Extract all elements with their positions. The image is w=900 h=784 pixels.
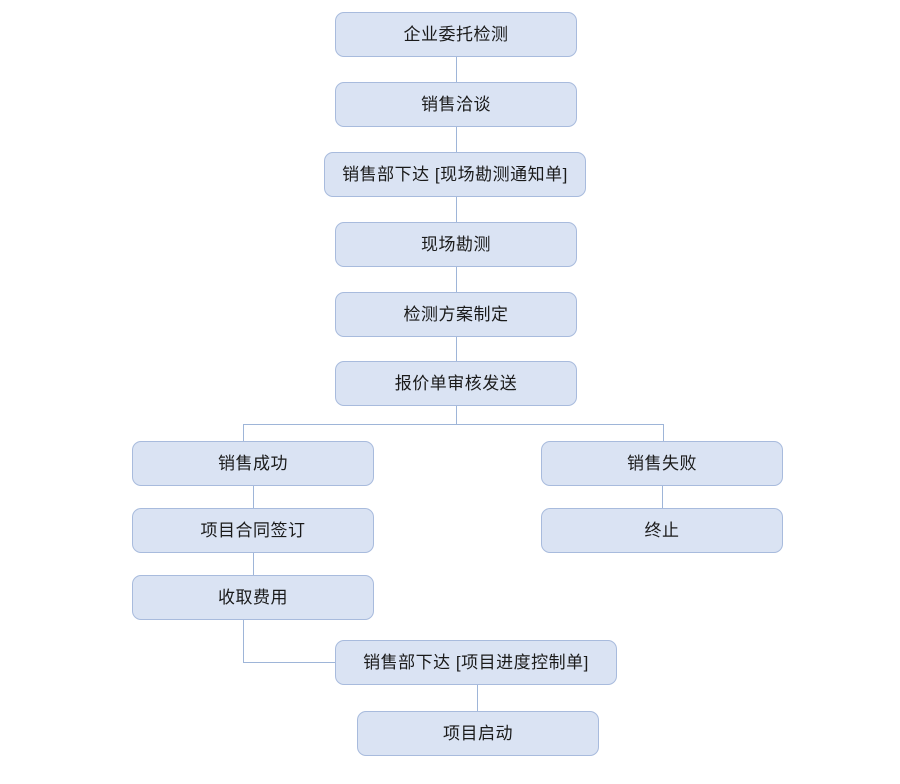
connector-split-to-branches bbox=[243, 424, 664, 425]
connector-n4-to-n5 bbox=[456, 267, 457, 292]
connector-n11-to-elbow bbox=[243, 620, 244, 663]
flow-node-n12[interactable]: 销售部下达 [项目进度控制单] bbox=[335, 640, 617, 685]
connector-split-to-n8 bbox=[663, 424, 664, 441]
connector-n5-to-n6 bbox=[456, 337, 457, 361]
connector-n9-to-n11 bbox=[253, 553, 254, 575]
flow-node-label: 销售失败 bbox=[627, 454, 697, 473]
connector-n8-to-n10 bbox=[662, 486, 663, 508]
flow-node-label: 现场勘测 bbox=[421, 235, 491, 254]
flow-node-n2[interactable]: 销售洽谈 bbox=[335, 82, 577, 127]
flow-node-label: 销售部下达 [项目进度控制单] bbox=[363, 653, 589, 672]
connector-n2-to-n3 bbox=[456, 127, 457, 152]
flow-node-n6[interactable]: 报价单审核发送 bbox=[335, 361, 577, 406]
connector-n12-to-n13 bbox=[477, 685, 478, 711]
flow-node-n9[interactable]: 项目合同签订 bbox=[132, 508, 374, 553]
flow-node-label: 终止 bbox=[644, 521, 680, 540]
flow-node-n8[interactable]: 销售失败 bbox=[541, 441, 783, 486]
flow-node-n5[interactable]: 检测方案制定 bbox=[335, 292, 577, 337]
flow-node-n10[interactable]: 终止 bbox=[541, 508, 783, 553]
flow-node-label: 销售洽谈 bbox=[421, 95, 491, 114]
flow-node-label: 销售成功 bbox=[218, 454, 288, 473]
flow-node-label: 项目合同签订 bbox=[200, 521, 306, 540]
flow-node-n1[interactable]: 企业委托检测 bbox=[335, 12, 577, 57]
connector-n3-to-n4 bbox=[456, 197, 457, 222]
flow-node-label: 报价单审核发送 bbox=[394, 374, 518, 393]
flow-node-n7[interactable]: 销售成功 bbox=[132, 441, 374, 486]
flow-node-n11[interactable]: 收取费用 bbox=[132, 575, 374, 620]
connector-elbow-to-n12 bbox=[243, 662, 336, 663]
flow-node-label: 项目启动 bbox=[443, 724, 513, 743]
flow-node-label: 销售部下达 [现场勘测通知单] bbox=[342, 165, 568, 184]
flow-node-n13[interactable]: 项目启动 bbox=[357, 711, 599, 756]
flow-node-label: 企业委托检测 bbox=[403, 25, 509, 44]
connector-split-to-n7 bbox=[243, 424, 244, 441]
flow-node-n4[interactable]: 现场勘测 bbox=[335, 222, 577, 267]
connector-n6-to-split bbox=[456, 406, 457, 425]
flow-node-n3[interactable]: 销售部下达 [现场勘测通知单] bbox=[324, 152, 586, 197]
flow-node-label: 收取费用 bbox=[218, 588, 288, 607]
connector-n1-to-n2 bbox=[456, 57, 457, 82]
flow-node-label: 检测方案制定 bbox=[403, 305, 509, 324]
connector-n7-to-n9 bbox=[253, 486, 254, 508]
